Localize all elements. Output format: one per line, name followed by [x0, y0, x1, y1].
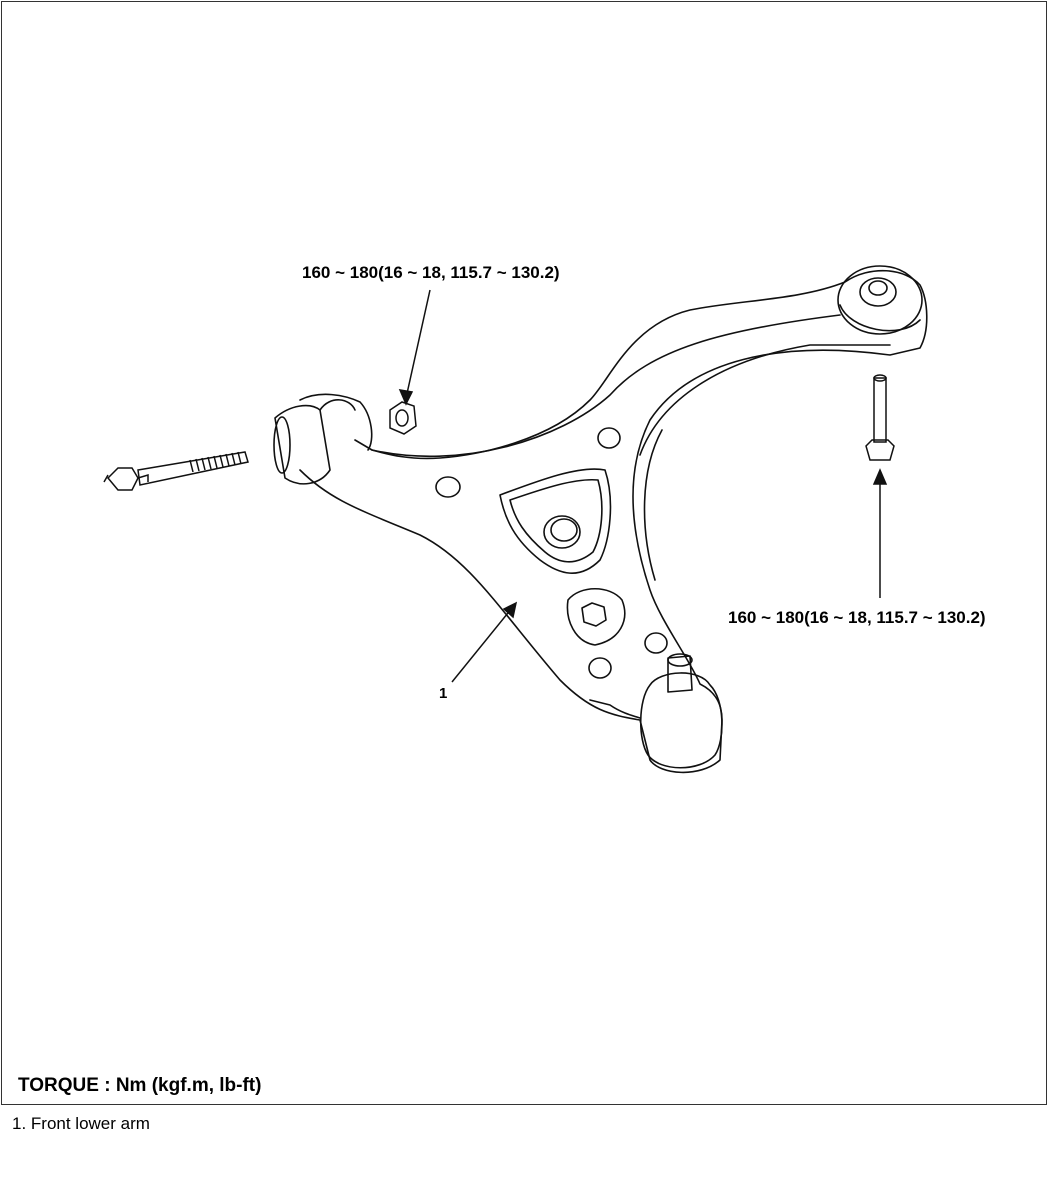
short-bolt-icon — [865, 374, 895, 461]
leader-arrows — [398, 289, 888, 683]
torque-unit-label: TORQUE : Nm (kgf.m, lb-ft) — [18, 1075, 262, 1096]
legend-item: 1. Front lower arm — [12, 1114, 150, 1133]
right-torque-callout: 160 ~ 180(16 ~ 18, 115.7 ~ 130.2) — [728, 608, 986, 627]
long-bolt-icon — [103, 451, 249, 491]
nut-icon — [389, 401, 417, 435]
lower-arm-drawing — [103, 265, 928, 774]
part-number-label: 1 — [439, 685, 448, 702]
diagram-frame — [1, 1, 1047, 1105]
lower-arm-body — [299, 269, 928, 774]
top-torque-callout: 160 ~ 180(16 ~ 18, 115.7 ~ 130.2) — [302, 263, 560, 282]
